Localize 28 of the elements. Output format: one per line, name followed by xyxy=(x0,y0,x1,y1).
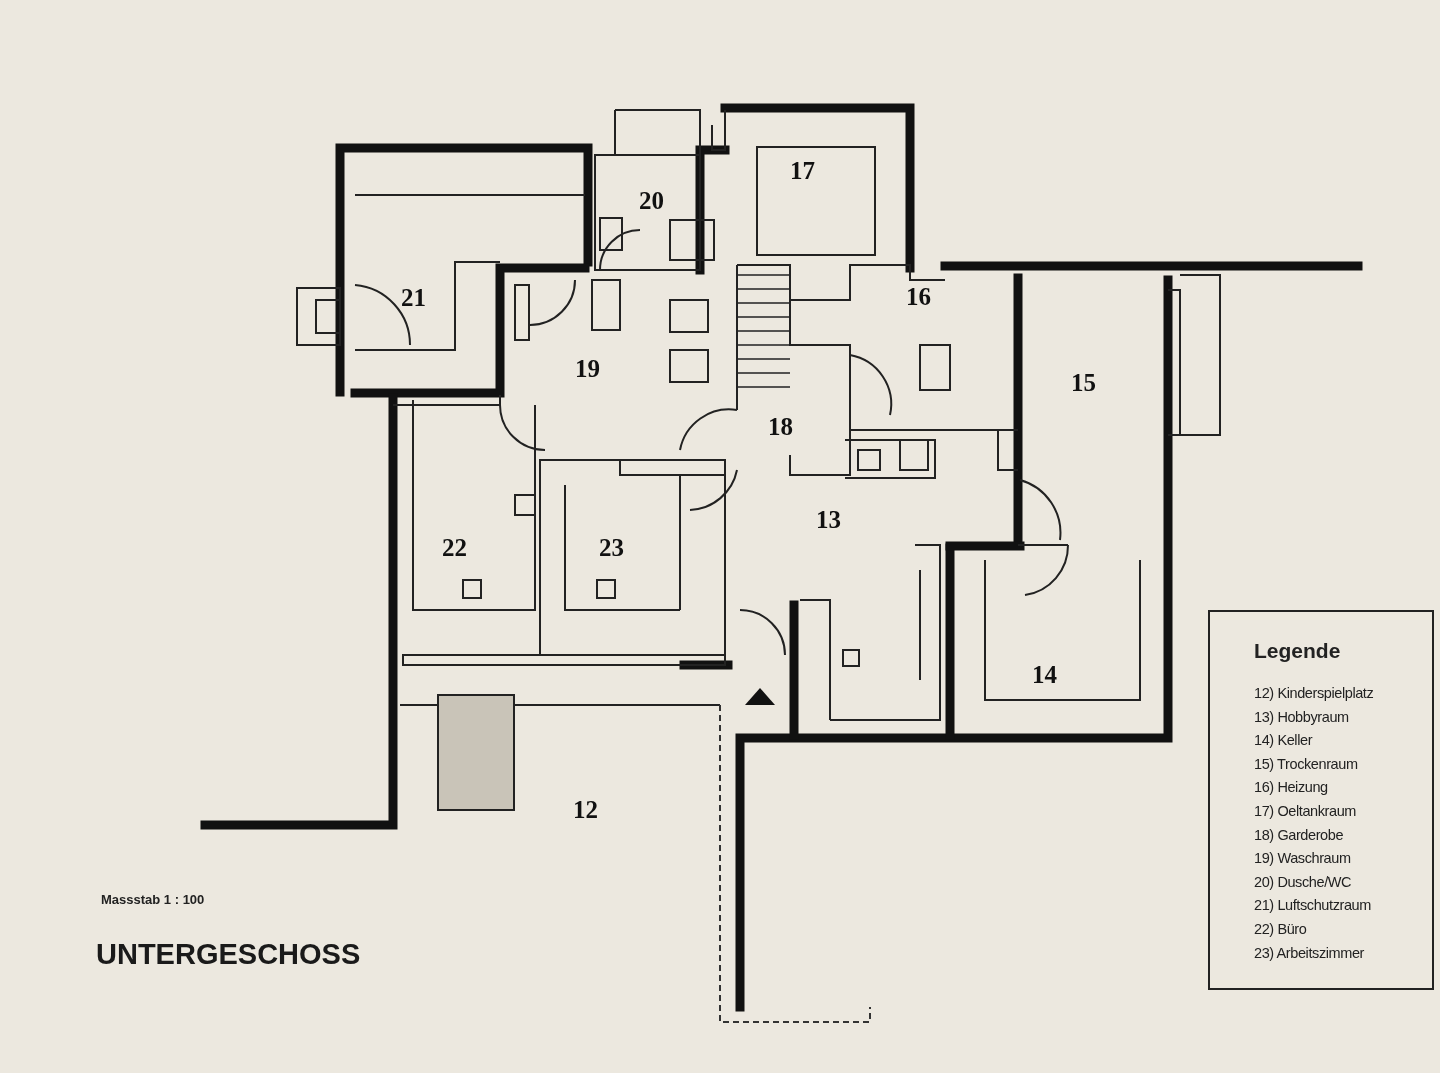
legend-entry: 15) Trockenraum xyxy=(1254,754,1359,774)
legend-entry: 21) Luftschutzraum xyxy=(1254,896,1372,916)
plan-title: UNTERGESCHOSS xyxy=(96,938,361,971)
room-number: 22 xyxy=(442,535,467,560)
room-number: 15 xyxy=(1071,370,1096,395)
room-number: 13 xyxy=(816,507,841,532)
legend-entry: 16) Heizung xyxy=(1254,778,1329,798)
legend-entry: 23) Arbeitszimmer xyxy=(1254,943,1366,963)
legend-entry: 17) Oeltankraum xyxy=(1254,801,1357,821)
room-number: 18 xyxy=(768,414,793,439)
room-number: 16 xyxy=(906,284,931,309)
scale-note: Massstab 1 : 100 xyxy=(101,892,205,907)
room-number: 20 xyxy=(639,188,664,213)
room-number: 17 xyxy=(790,158,815,183)
room-number: 14 xyxy=(1032,662,1057,687)
legend-heading: Legende xyxy=(1254,638,1342,664)
room-number: 23 xyxy=(599,535,624,560)
legend-entry: 14) Keller xyxy=(1254,731,1314,751)
legend-entry: 12) Kinderspielplatz xyxy=(1254,684,1375,703)
legend-entry: 19) Waschraum xyxy=(1254,849,1352,869)
legend-entry: 13) Hobbyraum xyxy=(1254,707,1350,727)
legend-box xyxy=(1208,610,1434,990)
room-number: 12 xyxy=(573,797,598,822)
room-number: 21 xyxy=(401,285,426,310)
room-number: 19 xyxy=(575,356,600,381)
legend-entry: 20) Dusche/WC xyxy=(1254,872,1353,892)
legend-entry: 18) Garderobe xyxy=(1254,825,1345,845)
legend-entry: 22) Büro xyxy=(1254,919,1308,939)
